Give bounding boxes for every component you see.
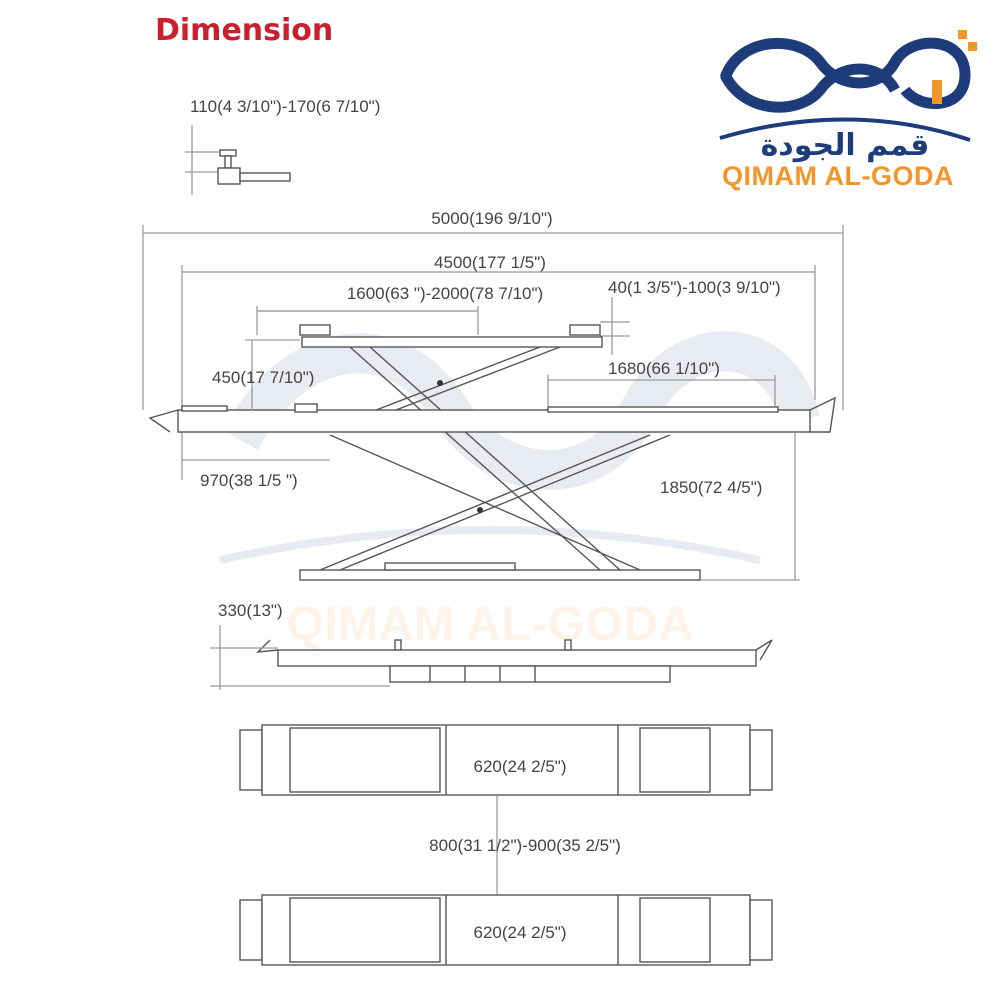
platform-width-2-label: 620(24 2/5") — [474, 923, 567, 942]
raised-lift-drawing — [148, 324, 836, 581]
pad-adjust-label: 40(1 3/5")-100(3 9/10") — [608, 278, 781, 297]
platform-width-1-label: 620(24 2/5") — [474, 757, 567, 776]
logo-english-text: QIMAM AL-GODA — [722, 161, 954, 191]
watermark-logo: QIMAM AL-GODA — [219, 331, 820, 651]
logo-arabic-text: قمم الجودة — [761, 128, 930, 163]
company-logo: قمم الجودة QIMAM AL-GODA — [719, 30, 977, 191]
lowered-height-label: 330(13") — [218, 601, 283, 620]
ramp-length-label: 970(38 1/5 ") — [200, 471, 298, 490]
platform-length-label: 4500(177 1/5") — [434, 253, 546, 272]
svg-text:QIMAM AL-GODA: QIMAM AL-GODA — [286, 598, 693, 651]
arm-span-label: 1600(63 ")-2000(78 7/10") — [347, 284, 543, 303]
pad-height-label: 110(4 3/10")-170(6 7/10") — [190, 97, 380, 116]
platform-gap-label: 800(31 1/2")-900(35 2/5") — [429, 836, 621, 855]
pad-detail — [185, 125, 291, 195]
page-title: Dimension — [155, 13, 333, 48]
lowered-lift-drawing — [256, 639, 773, 683]
top-view-platform-2 — [239, 894, 773, 966]
min-height-label: 450(17 7/10") — [212, 368, 314, 387]
slide-plate-label: 1680(66 1/10") — [608, 359, 720, 378]
top-view-platform-1 — [239, 724, 773, 796]
max-height-label: 1850(72 4/5") — [660, 478, 762, 497]
total-length-label: 5000(196 9/10") — [431, 209, 552, 228]
